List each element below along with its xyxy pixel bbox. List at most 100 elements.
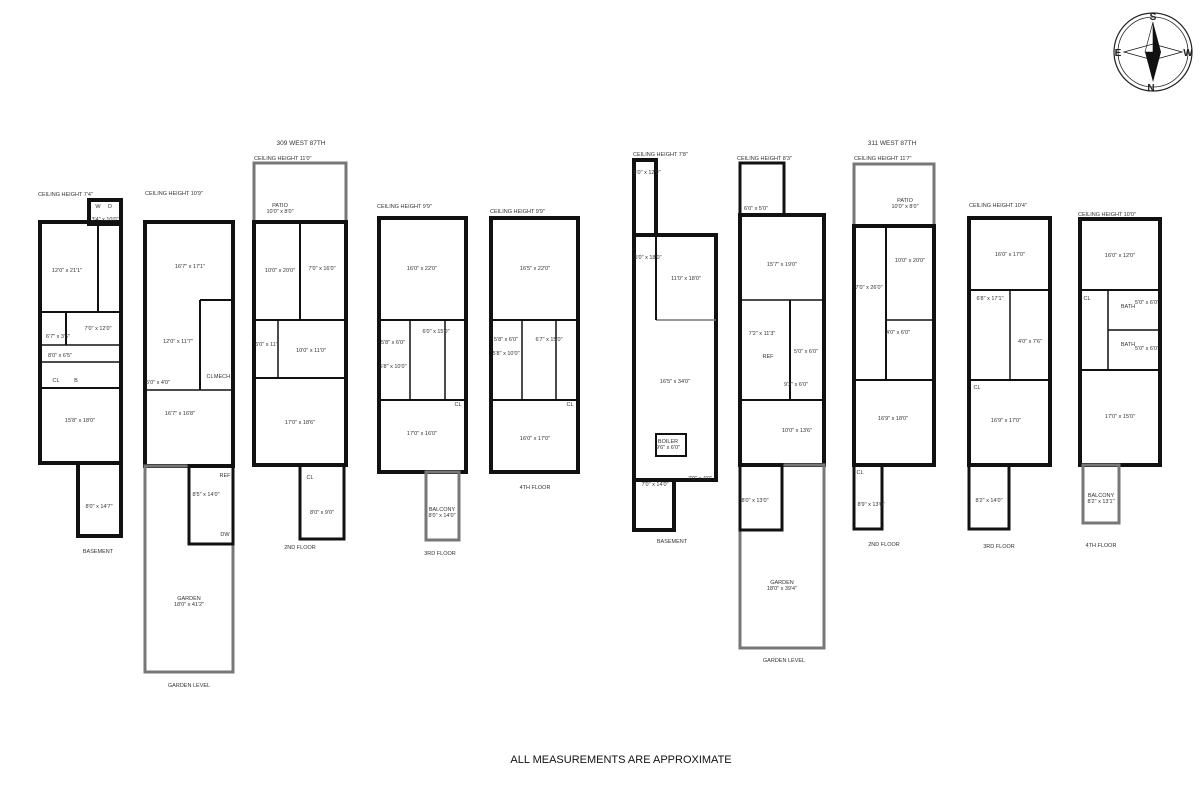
room-label: 5'0" x 12'0" xyxy=(633,170,660,176)
ceiling-height-label: CEILING HEIGHT 11'0" xyxy=(254,156,312,162)
room-label: 6'0" x 15'0" xyxy=(422,329,449,335)
room-label: 8'0" x 14'0" xyxy=(428,513,455,519)
plan-309-4th-floor: CEILING HEIGHT 9'9" 16'5" x 22'0" 5'8" x… xyxy=(489,209,580,491)
closet-label: CL xyxy=(52,378,59,384)
room-label: 5'8" x 10'0" xyxy=(379,364,406,370)
ceiling-height-label: CEILING HEIGHT 8'3" xyxy=(737,156,792,162)
floor-name: GARDEN LEVEL xyxy=(763,658,805,664)
plan-309-garden-level: CEILING HEIGHT 10'9" 16'7" x 17'1" 12'0"… xyxy=(143,191,235,689)
ref-label: REF xyxy=(220,473,232,479)
room-label: 7'0" x 16'0" xyxy=(308,266,335,272)
room-label: 16'0" x 22'0" xyxy=(407,266,437,272)
closet-label: CL xyxy=(856,470,863,476)
plan-311-4th-floor: CEILING HEIGHT 10'0" 16'0" x 12'0" BATH … xyxy=(1078,212,1162,549)
room-label: 6'0" x 11' xyxy=(255,342,277,348)
room-label: 3'4" x 10'0" xyxy=(91,217,118,223)
room-label: 10'0" x 11'0" xyxy=(296,348,326,354)
room-label: 4'0" x 6'0" xyxy=(886,330,910,336)
room-label: 8'0" x 9'0" xyxy=(310,510,334,516)
ceiling-height-label: CEILING HEIGHT 10'0" xyxy=(1078,212,1136,218)
floor-name: BASEMENT xyxy=(83,549,114,555)
plan-309-2nd-floor: CEILING HEIGHT 11'0" PATIO 10'0" x 8'0" … xyxy=(252,156,348,551)
closet-label: CL xyxy=(1083,296,1090,302)
room-label: 17'0" x 18'6" xyxy=(285,420,315,426)
room-label: 9'2" x 6'0" xyxy=(784,382,808,388)
room-label: 17'0" x 16'0" xyxy=(407,431,437,437)
room-label: 18'0" x 41'2" xyxy=(174,602,204,608)
plan-311-3rd-floor: CEILING HEIGHT 10'4" 16'0" x 17'0" 6'8" … xyxy=(967,203,1052,550)
room-label: PATIO xyxy=(897,198,913,204)
room-label: 8'0" x 14'7" xyxy=(85,504,112,510)
building-311-title: 311 WEST 87TH xyxy=(868,140,917,147)
room-label: 5'8" x 6'0" xyxy=(381,340,405,346)
plan-311-2nd-floor: CEILING HEIGHT 11'7" PATIO 10'0" x 8'0" … xyxy=(852,156,936,548)
ceiling-height-label: CEILING HEIGHT 11'7" xyxy=(854,156,912,162)
room-label: 5'0" x 4'0" xyxy=(146,380,170,386)
floor-name: 3RD FLOOR xyxy=(983,544,1015,550)
plan-311-garden-level: CEILING HEIGHT 8'3" 6'0" x 5'0" 15'7" x … xyxy=(737,156,826,664)
ref-label: REF xyxy=(763,354,775,360)
room-label: BATH xyxy=(1121,304,1135,310)
compass-s-label: S xyxy=(1150,12,1157,23)
room-label: 18'0" x 39'4" xyxy=(767,586,797,592)
room-label: 8'0" x 13'0" xyxy=(741,498,768,504)
room-label: 4'0" x 7'6" xyxy=(1018,339,1042,345)
ceiling-height-label: CEILING HEIGHT 9'9" xyxy=(490,209,545,215)
mech-label: MECH xyxy=(214,374,230,380)
ceiling-height-label: CEILING HEIGHT 10'4" xyxy=(969,203,1027,209)
closet-label: CL xyxy=(454,402,461,408)
room-label: 6'0" x 5'0" xyxy=(744,206,768,212)
room-label: 10'0" x 20'0" xyxy=(265,268,295,274)
room-label: GARDEN xyxy=(177,596,201,602)
washer-label: W xyxy=(95,204,101,210)
room-label: 7'0" x 26'0" xyxy=(855,285,882,291)
room-label: 16'7" x 17'1" xyxy=(175,264,205,270)
floor-name: BASEMENT xyxy=(657,539,688,545)
room-label: 8'9" x 13'0" xyxy=(857,502,884,508)
room-label: 12'0" x 21'1" xyxy=(52,268,82,274)
room-label: 6'7" x 15'0" xyxy=(535,337,562,343)
room-label: 16'9" x 18'0" xyxy=(878,416,908,422)
room-label: 16'0" x 12'0" xyxy=(1105,253,1135,259)
building-309-title: 309 WEST 87TH xyxy=(276,140,325,147)
closet-label: CL xyxy=(306,475,313,481)
room-label: 16'9" x 17'0" xyxy=(991,418,1021,424)
ceiling-height-label: CEILING HEIGHT 9'9" xyxy=(377,204,432,210)
ceiling-height-label: CEILING HEIGHT 7'4" xyxy=(38,192,93,198)
room-label: BOILER xyxy=(658,439,678,445)
room-label: 7'0" x 4'0" xyxy=(688,476,712,482)
closet-label: CL xyxy=(973,385,980,391)
compass-icon: S N E W xyxy=(1113,12,1193,94)
room-label: 9'6" x 6'0" xyxy=(656,445,680,451)
room-label: 6'7" x 3'6" xyxy=(46,334,70,340)
room-label: 8'5" x 14'0" xyxy=(192,492,219,498)
room-label: 16'5" x 34'0" xyxy=(660,379,690,385)
floor-name: 2ND FLOOR xyxy=(868,542,900,548)
room-label: 10'0" x 8'0" xyxy=(891,204,918,210)
floor-name: 4TH FLOOR xyxy=(1086,543,1117,549)
room-label: BATH xyxy=(1121,342,1135,348)
room-label: 6'8" x 17'1" xyxy=(976,296,1003,302)
ceiling-height-label: CEILING HEIGHT 7'8" xyxy=(633,152,688,158)
measurements-note: ALL MEASUREMENTS ARE APPROXIMATE xyxy=(510,754,731,766)
floor-name: 4TH FLOOR xyxy=(520,485,551,491)
room-label: 7'0" x 14'0" xyxy=(641,482,668,488)
boiler-label: B xyxy=(74,378,78,384)
room-label: 15'8" x 18'0" xyxy=(65,418,95,424)
room-label: 16'7" x 16'8" xyxy=(165,411,195,417)
room-label: 16'0" x 17'0" xyxy=(520,436,550,442)
room-label: 12'0" x 11'7" xyxy=(163,339,193,345)
room-label: 5'0" x 6'0" xyxy=(1135,300,1159,306)
room-label: 15'7" x 19'0" xyxy=(767,262,797,268)
closet-label: CL xyxy=(566,402,573,408)
room-label: 5'0" x 6'0" xyxy=(1135,346,1159,352)
room-label: 16'5" x 22'0" xyxy=(520,266,550,272)
room-label: 5'0" x 6'0" xyxy=(794,349,818,355)
room-label: 5'0" x 18'0" xyxy=(634,255,661,261)
room-label: 5'8" x 10'0" xyxy=(492,351,519,357)
room-label: 7'0" x 12'0" xyxy=(84,326,111,332)
room-label: 8'2" x 14'0" xyxy=(975,498,1002,504)
room-label: 11'0" x 18'0" xyxy=(671,276,701,282)
compass-n-label: N xyxy=(1147,83,1154,94)
